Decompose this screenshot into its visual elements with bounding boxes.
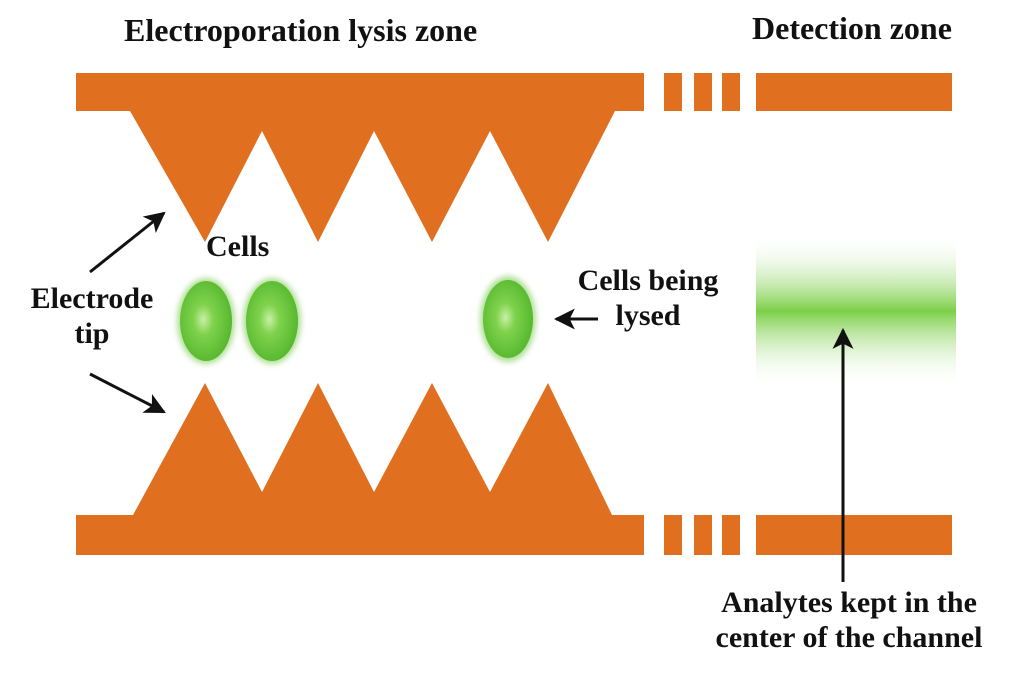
cells-label: Cells [206,230,270,263]
top-gap-segment-1 [664,73,682,111]
top-electrode-teeth [130,111,615,242]
electrode-tip-arrow-lower [89,372,166,414]
analytes-label-line1: Analytes kept in the [721,586,977,619]
cell-being-lysed [480,276,536,362]
top-gap-segment-3 [722,73,740,111]
bottom-gap-segment-3 [722,515,740,555]
bottom-electrode [76,383,952,555]
bottom-detection-bar [756,515,952,555]
bottom-gap-segment-2 [694,515,712,555]
analyte-band [756,234,956,388]
analytes-label: Analytes kept in the center of the chann… [684,586,1014,655]
top-electrode [76,73,952,242]
electrode-tip-arrow-upper [89,211,166,274]
cells-being-lysed-line2: lysed [615,298,681,332]
cells-being-lysed-label: Cells being lysed [562,264,734,333]
electrode-tip-label: Electrode tip [22,282,162,351]
top-detection-bar [756,73,952,111]
top-gap-segment-2 [694,73,712,111]
detection-zone-title: Detection zone [752,10,952,46]
cell-1 [177,278,235,364]
bottom-electrode-bar [76,515,644,555]
analytes-label-line2: center of the channel [715,620,983,654]
cell-2 [243,278,301,364]
electrode-tip-label-line1: Electrode [30,282,154,315]
electrode-tip-label-line2: tip [74,316,110,350]
top-electrode-bar [76,73,644,111]
bottom-gap-segment-1 [664,515,682,555]
bottom-electrode-teeth [133,383,612,515]
lysis-zone-title: Electroporation lysis zone [124,12,478,48]
cells-being-lysed-line1: Cells being [577,264,719,297]
